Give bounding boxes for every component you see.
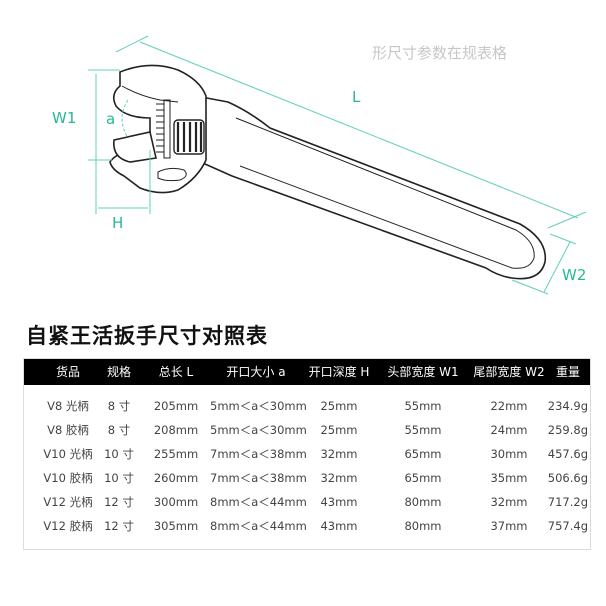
cell-spec: 8 寸	[107, 399, 131, 413]
col-header-weight: 重量	[555, 365, 580, 379]
cell-tail-width: 35mm	[490, 471, 528, 485]
cell-spec: 12 寸	[104, 495, 134, 509]
size-table: 货品 规格 总长 L 开口大小 a 开口深度 H 头部宽度 W1 尾部宽度 W2…	[23, 358, 591, 550]
cell-depth: 32mm	[320, 447, 358, 461]
diagram-caption: 形尺寸参数在规表格	[372, 44, 507, 62]
cell-head-width: 65mm	[404, 471, 442, 485]
cell-weight: 717.2g	[547, 495, 588, 509]
cell-length: 205mm	[153, 399, 199, 413]
cell-opening: 7mm＜a＜38mm	[210, 471, 307, 485]
cell-tail-width: 22mm	[490, 399, 528, 413]
col-header-product: 货品	[55, 365, 80, 379]
cell-product: V8 光柄	[47, 399, 89, 413]
cell-head-width: 80mm	[404, 495, 442, 509]
dimension-l: L	[115, 35, 587, 229]
dimension-w1: W1	[52, 69, 120, 161]
jaw-rack	[156, 99, 171, 159]
dimension-h: H	[95, 150, 151, 232]
w2-label: W2	[562, 266, 586, 284]
cell-product: V12 光柄	[43, 495, 93, 509]
cell-head-width: 65mm	[404, 447, 442, 461]
cell-spec: 10 寸	[104, 471, 134, 485]
cell-tail-width: 30mm	[490, 447, 528, 461]
cell-opening: 5mm＜a＜30mm	[210, 399, 307, 413]
cell-length: 255mm	[153, 447, 199, 461]
cell-opening: 8mm＜a＜44mm	[210, 519, 307, 533]
cell-head-width: 80mm	[404, 519, 442, 533]
cell-depth: 25mm	[320, 399, 358, 413]
worm-screw	[173, 119, 205, 155]
cell-product: V8 胶柄	[47, 423, 89, 437]
table-header: 货品 规格 总长 L 开口大小 a 开口深度 H 头部宽度 W1 尾部宽度 W2…	[24, 359, 590, 385]
cell-tail-width: 24mm	[490, 423, 528, 437]
col-header-spec: 规格	[106, 365, 131, 379]
wrench-handle	[195, 95, 547, 280]
cell-tail-width: 32mm	[490, 495, 528, 509]
h-label: H	[112, 214, 123, 232]
cell-opening: 8mm＜a＜44mm	[210, 495, 307, 509]
cell-length: 208mm	[153, 423, 199, 437]
col-header-depth: 开口深度 H	[308, 365, 370, 379]
cell-depth: 25mm	[320, 423, 358, 437]
cell-spec: 10 寸	[104, 447, 134, 461]
lower-jaw	[113, 131, 157, 163]
cell-spec: 8 寸	[107, 423, 131, 437]
cell-depth: 43mm	[320, 519, 358, 533]
a-label: a	[106, 110, 115, 128]
cell-product: V10 光柄	[43, 447, 93, 461]
cell-head-width: 55mm	[404, 399, 442, 413]
cell-length: 260mm	[153, 471, 199, 485]
cell-spec: 12 寸	[104, 519, 134, 533]
dimension-w2: W2	[511, 233, 586, 295]
cell-opening: 5mm＜a＜30mm	[210, 423, 307, 437]
w1-label: W1	[52, 109, 76, 127]
cell-tail-width: 37mm	[490, 519, 528, 533]
col-header-opening: 开口大小 a	[226, 365, 286, 379]
dimension-a: a	[106, 99, 129, 139]
cell-depth: 32mm	[320, 471, 358, 485]
cell-weight: 757.4g	[547, 519, 588, 533]
col-header-head-width: 头部宽度 W1	[387, 365, 459, 379]
col-header-tail-width: 尾部宽度 W2	[473, 365, 545, 379]
upper-jaw	[121, 85, 179, 103]
cell-weight: 259.8g	[547, 423, 588, 437]
table-title: 自紧王活扳手尺寸对照表	[26, 324, 268, 348]
cell-length: 305mm	[153, 519, 199, 533]
cell-product: V12 胶柄	[43, 519, 93, 533]
col-header-length: 总长 L	[158, 365, 194, 379]
hang-slot	[157, 167, 187, 182]
cell-weight: 457.6g	[547, 447, 588, 461]
cell-length: 300mm	[153, 495, 199, 509]
l-label: L	[352, 88, 361, 106]
cell-product: V10 胶柄	[43, 471, 93, 485]
handle-inner-line	[235, 117, 535, 269]
cell-weight: 234.9g	[547, 399, 588, 413]
cell-opening: 7mm＜a＜38mm	[210, 447, 307, 461]
cell-head-width: 55mm	[404, 423, 442, 437]
cell-depth: 43mm	[320, 495, 358, 509]
cell-weight: 506.6g	[547, 471, 588, 485]
wrench-diagram: 形尺寸参数在规表格 W1 a	[52, 35, 587, 295]
